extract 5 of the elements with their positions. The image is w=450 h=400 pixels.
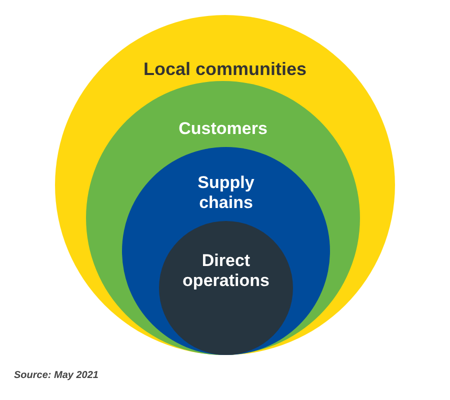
ring-label: Local communities xyxy=(143,59,307,80)
source-caption: Source: May 2021 xyxy=(14,370,98,381)
ring-label: Customers xyxy=(178,119,268,139)
ring-label: Direct operations xyxy=(182,251,270,290)
ring-label: Supply chains xyxy=(196,173,256,212)
